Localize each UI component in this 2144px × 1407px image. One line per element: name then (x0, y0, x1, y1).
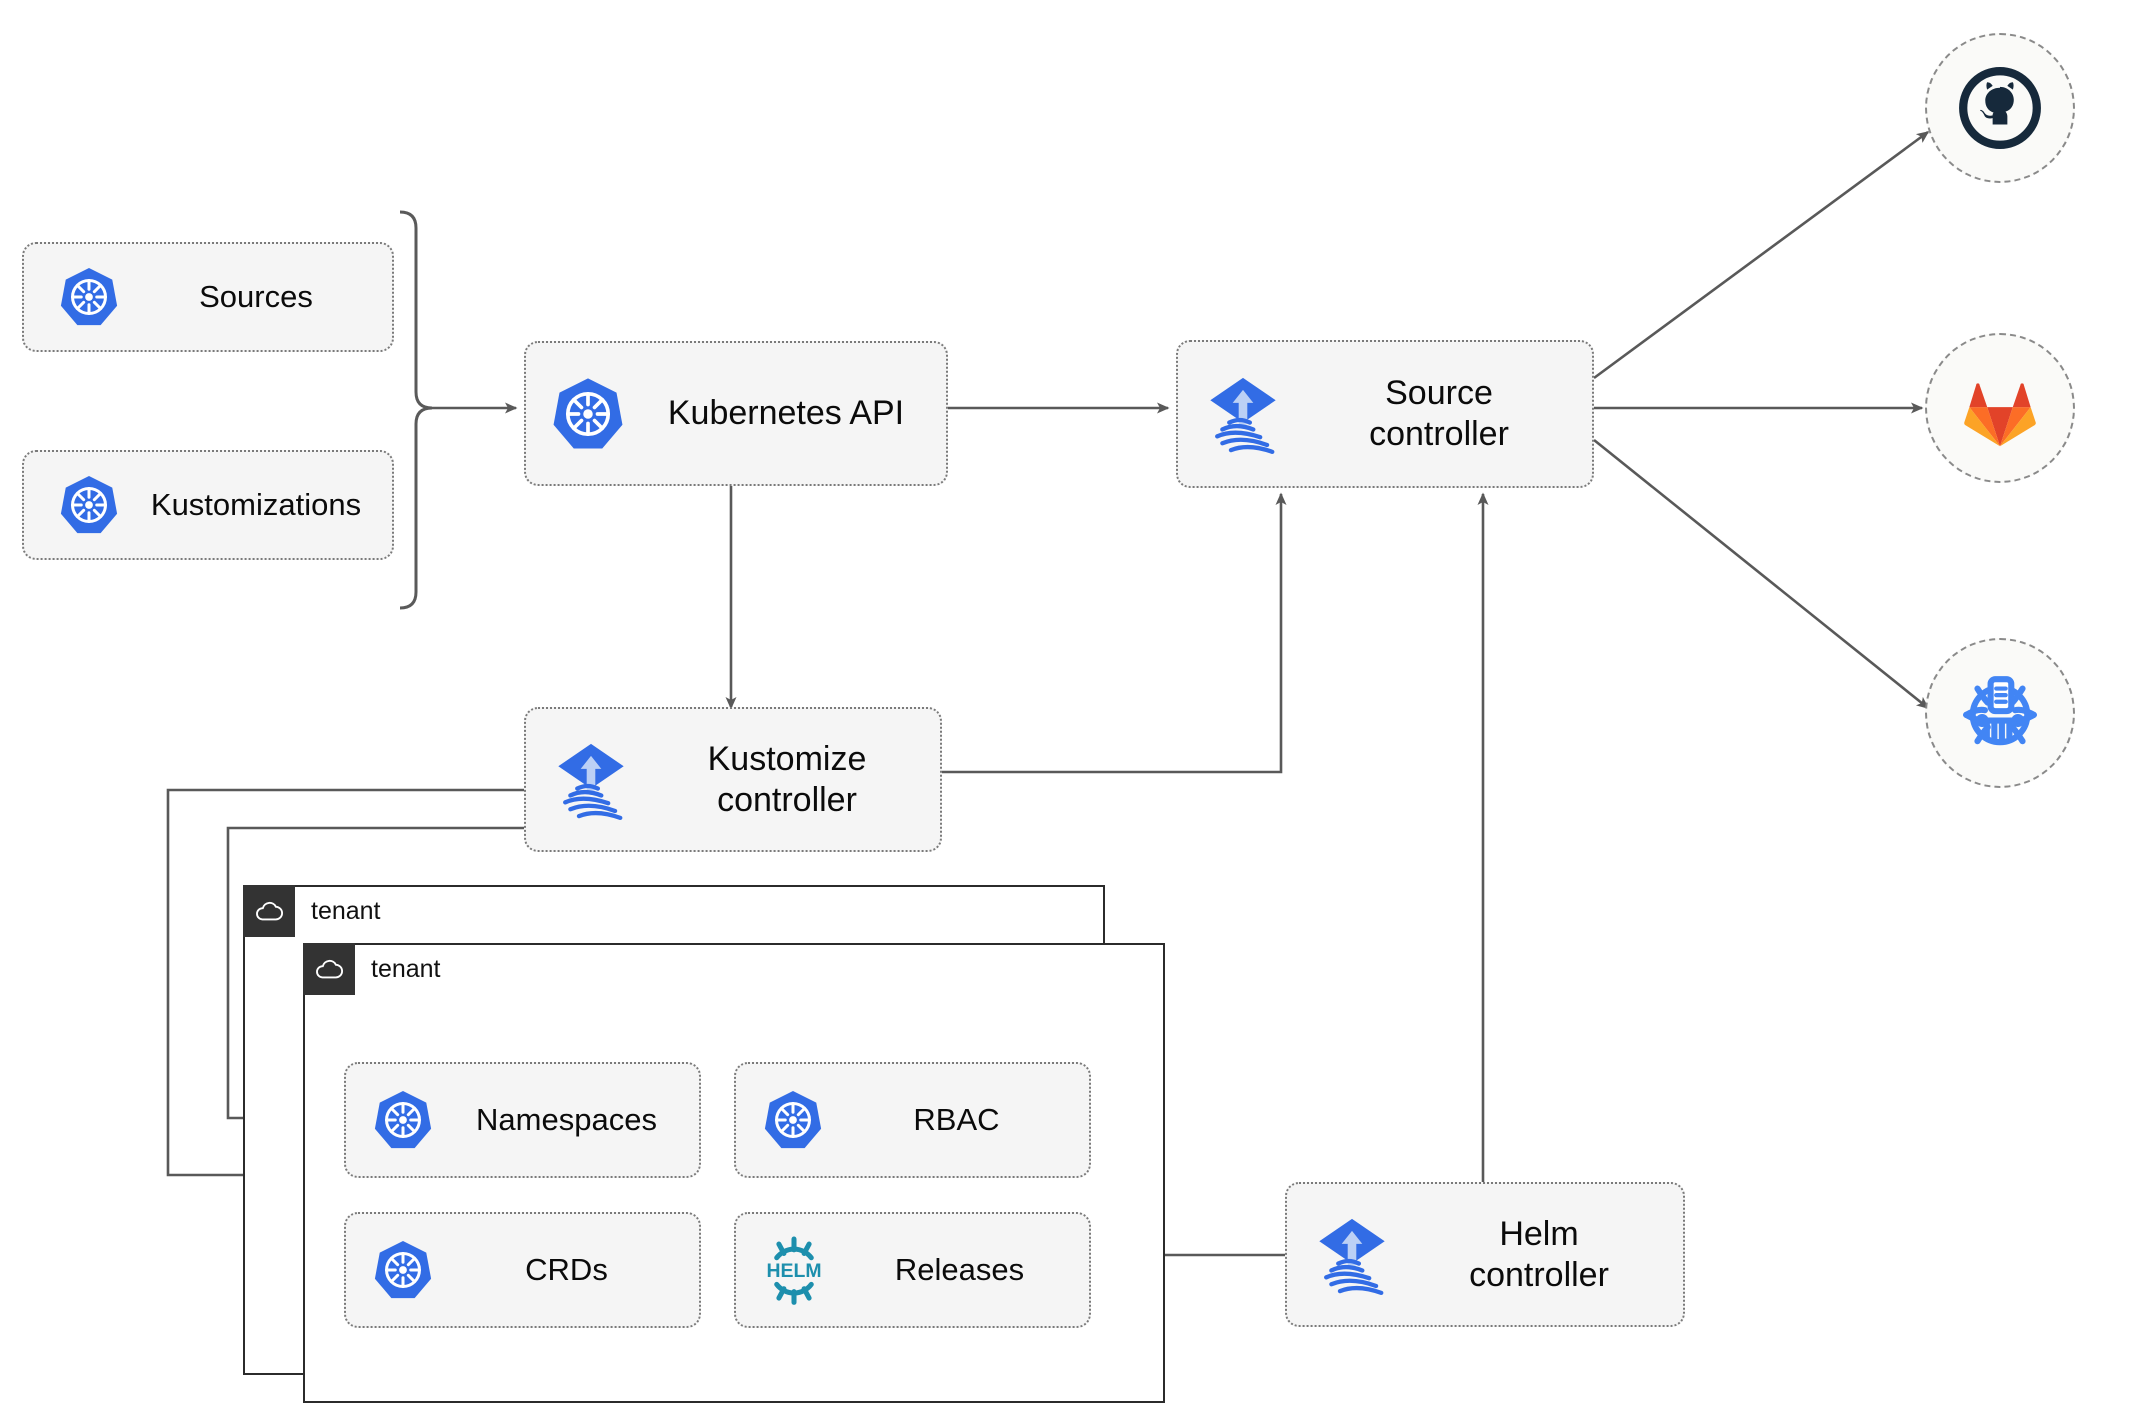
provider-helm-registry[interactable] (1925, 638, 2075, 788)
helm-icon: HELM (758, 1234, 830, 1306)
tenant-label: tenant (311, 897, 381, 925)
kubernetes-icon (372, 1089, 434, 1151)
kubernetes-icon (58, 474, 120, 536)
node-label: RBAC (913, 1102, 1000, 1138)
tenant-titlebar: tenant (243, 885, 381, 937)
flux-icon (548, 737, 634, 823)
gitlab-icon (1964, 383, 2036, 447)
kubernetes-icon (372, 1239, 434, 1301)
node-label: Namespaces (476, 1102, 657, 1138)
node-label: Helm controller (1469, 1214, 1609, 1294)
provider-github[interactable] (1925, 33, 2075, 183)
node-kustomizations[interactable]: Kustomizations (22, 450, 394, 560)
node-kustomize-controller[interactable]: Kustomize controller (524, 707, 942, 852)
node-crds[interactable]: CRDs (344, 1212, 701, 1328)
tenant-panel-front[interactable]: tenant Namespaces (303, 943, 1165, 1403)
tenant-titlebar: tenant (303, 943, 441, 995)
provider-gitlab[interactable] (1925, 333, 2075, 483)
node-sources[interactable]: Sources (22, 242, 394, 352)
flux-icon (1200, 371, 1286, 457)
node-label: Sources (199, 279, 313, 315)
github-icon (1959, 67, 2041, 149)
tenant-label: tenant (371, 955, 441, 983)
node-label: Kustomizations (150, 487, 362, 523)
node-label: Kubernetes API (667, 394, 905, 433)
kubernetes-icon (550, 376, 626, 452)
svg-text:HELM: HELM (766, 1260, 821, 1282)
node-helm-controller[interactable]: Helm controller (1285, 1182, 1685, 1327)
node-source-controller[interactable]: Source controller (1176, 340, 1594, 488)
node-label: Source controller (1369, 374, 1509, 453)
kubernetes-icon (762, 1089, 824, 1151)
helm-registry-icon (1963, 676, 2037, 746)
kubernetes-icon (58, 266, 120, 328)
cloud-icon (303, 943, 355, 995)
node-releases[interactable]: HELM Releases (734, 1212, 1091, 1328)
node-rbac[interactable]: RBAC (734, 1062, 1091, 1178)
node-kubernetes-api[interactable]: Kubernetes API (524, 341, 948, 486)
node-label: Releases (894, 1252, 1025, 1288)
node-label: Kustomize controller (707, 739, 867, 819)
node-namespaces[interactable]: Namespaces (344, 1062, 701, 1178)
node-label: CRDs (525, 1252, 608, 1288)
flux-icon (1309, 1212, 1395, 1298)
cloud-icon (243, 885, 295, 937)
